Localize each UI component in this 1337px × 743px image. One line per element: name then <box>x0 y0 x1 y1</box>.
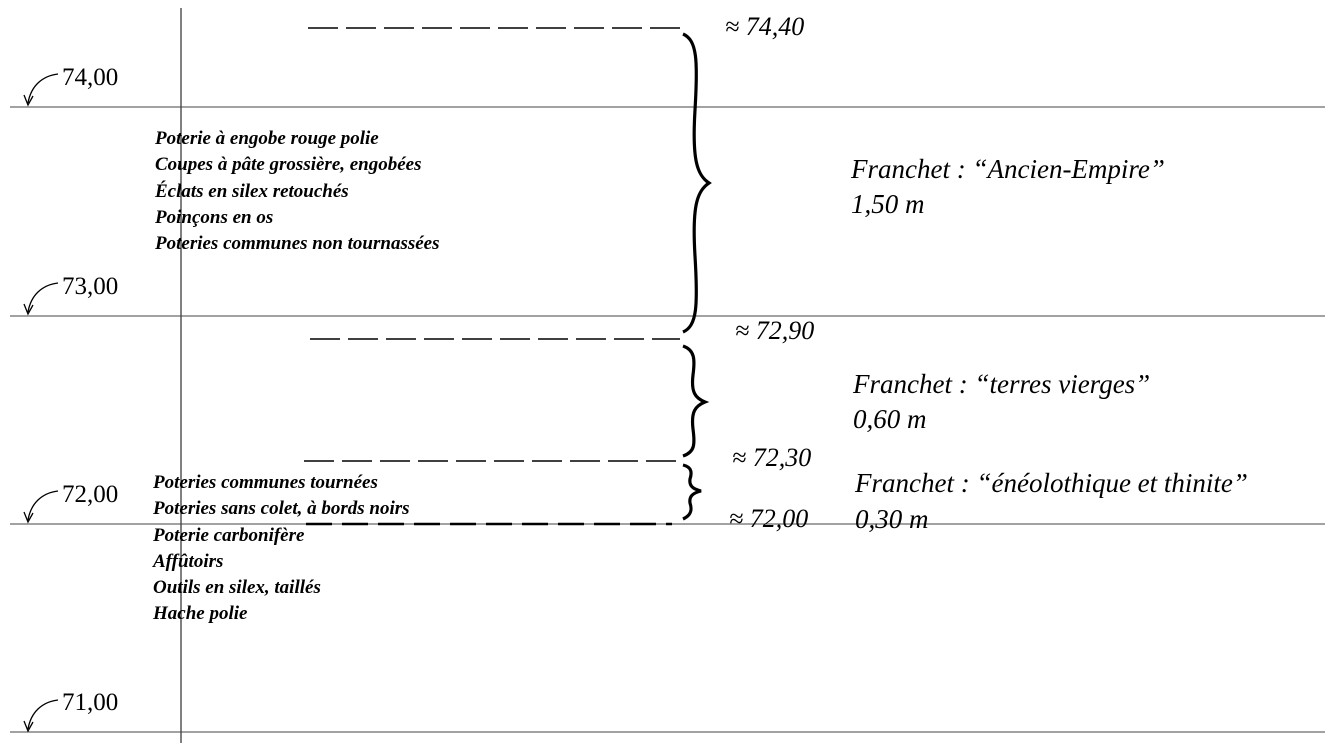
list-item: Outils en silex, taillés <box>153 577 321 599</box>
finds-list-upper: Poterie à engobe rouge polie Coupes à pâ… <box>155 126 440 257</box>
elevation-label-73: 73,00 <box>62 273 119 300</box>
brace-eneolithique <box>682 463 702 521</box>
list-item: Hache polie <box>153 603 248 625</box>
period-thickness: 1,50 m <box>851 189 925 219</box>
elevation-arrow-71 <box>23 699 59 733</box>
elevation-arrow-74 <box>23 73 59 107</box>
elevation-label-71: 71,00 <box>62 689 119 716</box>
elevation-arrow-72 <box>23 490 59 524</box>
boundary-label-7440: ≈ 74,40 <box>725 12 805 41</box>
period-thickness: 0,60 m <box>853 404 927 434</box>
boundary-label-7290: ≈ 72,90 <box>735 316 815 345</box>
period-eneolithique: Franchet : “énéolothique et thinite” 0,3… <box>855 465 1248 537</box>
period-name: Franchet : “terres vierges” <box>853 369 1151 399</box>
elevation-label-74: 74,00 <box>62 64 119 91</box>
boundary-label-7230: ≈ 72,30 <box>732 443 812 472</box>
brace-terres-vierges <box>682 344 710 458</box>
list-item: Affûtoirs <box>153 550 224 572</box>
list-item: Poteries communes non tournassées <box>155 233 440 255</box>
elevation-arrow-73 <box>23 282 59 316</box>
list-item: Poinçons en os <box>155 206 274 228</box>
list-item: Poteries communes tournées <box>153 472 378 493</box>
list-item: Éclats en silex retouchés <box>155 180 349 202</box>
list-item: Poteries sans colet, à bords noirs <box>153 498 410 520</box>
list-item: Poterie carbonifère <box>153 524 305 546</box>
list-item: Poterie à engobe rouge polie <box>155 128 379 149</box>
elevation-label-72: 72,00 <box>62 481 119 508</box>
period-name: Franchet : “énéolothique et thinite” <box>855 468 1248 498</box>
boundary-label-7200: ≈ 72,00 <box>729 504 809 533</box>
period-name: Franchet : “Ancien-Empire” <box>851 154 1165 184</box>
period-terres-vierges: Franchet : “terres vierges” 0,60 m <box>853 367 1150 437</box>
period-thickness: 0,30 m <box>855 504 929 534</box>
list-item: Coupes à pâte grossière, engobées <box>155 154 422 176</box>
brace-ancien-empire <box>682 32 712 334</box>
finds-list-lower: Poteries communes tournées Poteries sans… <box>153 470 410 628</box>
period-ancien-empire: Franchet : “Ancien-Empire” 1,50 m <box>851 152 1165 222</box>
